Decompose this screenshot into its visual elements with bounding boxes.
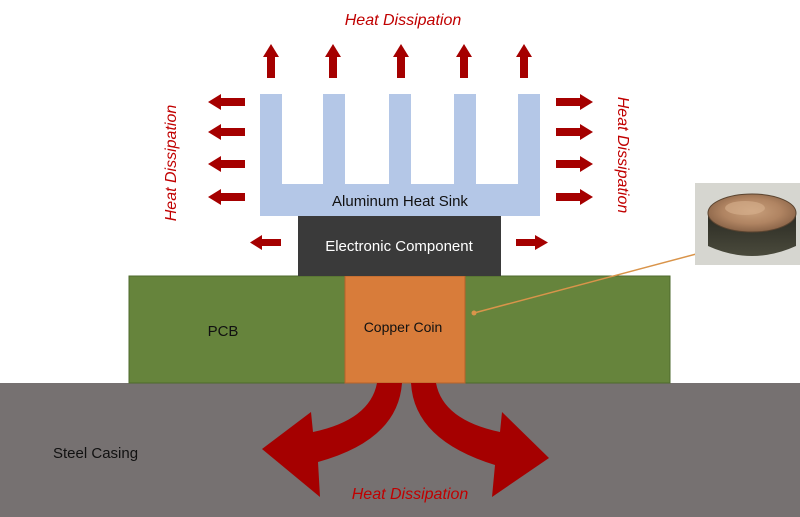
heat-arrows-right: [516, 94, 593, 250]
heat-arrows-bottom: [262, 383, 549, 497]
component-label: Electronic Component: [325, 238, 473, 255]
arrow-left-icon: [208, 189, 245, 205]
pcb-label: PCB: [208, 323, 239, 340]
steel-casing-label: Steel Casing: [53, 445, 138, 462]
arrow-right-icon: [516, 235, 548, 250]
arrow-left-icon: [208, 156, 245, 172]
arrow-up-icon: [263, 44, 279, 78]
steel-casing: [0, 383, 800, 517]
arrow-up-icon: [393, 44, 409, 78]
arrow-right-icon: [556, 189, 593, 205]
heat-arrows-top: [263, 44, 532, 78]
electronic-component: [298, 216, 501, 276]
heat-sink-label: Aluminum Heat Sink: [332, 193, 468, 210]
copper-coin-label: Copper Coin: [364, 319, 443, 335]
curved-arrow-right-icon: [411, 383, 549, 497]
arrow-right-icon: [556, 156, 593, 172]
arrow-up-icon: [456, 44, 472, 78]
heat-dissipation-right-label: Heat Dissipation: [614, 97, 631, 214]
heat-dissipation-left-label: Heat Dissipation: [163, 105, 180, 222]
arrow-left-icon: [250, 235, 281, 250]
aluminum-heat-sink: [260, 94, 540, 216]
arrow-up-icon: [516, 44, 532, 78]
copper-coin-photo: [695, 183, 800, 265]
arrow-right-icon: [556, 94, 593, 110]
heat-dissipation-top-label: Heat Dissipation: [345, 12, 462, 29]
heat-dissipation-bottom-label: Heat Dissipation: [352, 486, 469, 503]
arrow-left-icon: [208, 124, 245, 140]
arrow-up-icon: [325, 44, 341, 78]
arrow-right-icon: [556, 124, 593, 140]
heat-arrows-left: [208, 94, 281, 250]
curved-arrow-left-icon: [262, 383, 402, 497]
arrow-left-icon: [208, 94, 245, 110]
